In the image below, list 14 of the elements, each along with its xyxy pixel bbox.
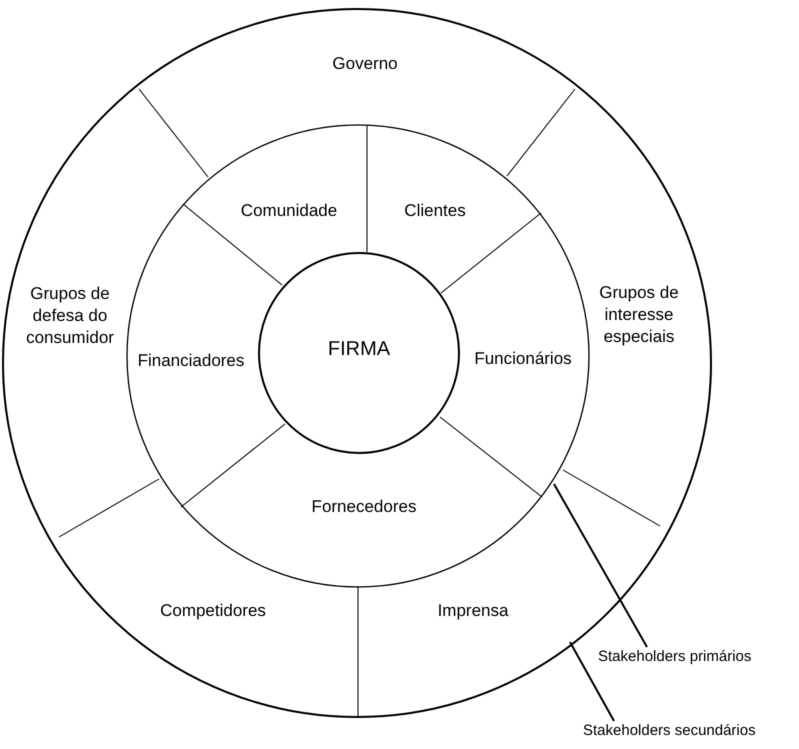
segment-label: Financiadores: [138, 350, 244, 372]
leader-line: [553, 484, 648, 648]
segment-label: Imprensa: [438, 600, 508, 622]
segment-label: Competidores: [160, 600, 266, 622]
segment-label: Grupos de defesa do consumidor: [17, 283, 123, 349]
segment-label: Fornecedores: [312, 496, 416, 518]
segment-label: Clientes: [404, 200, 466, 222]
leader-label: Stakeholders primários: [598, 648, 752, 666]
segment-label: Comunidade: [240, 200, 338, 222]
segment-label: Funcionários: [474, 348, 572, 370]
segment-label: Grupos de interesse especiais: [586, 282, 692, 348]
leader-line: [569, 642, 615, 722]
segment-label: Governo: [332, 53, 398, 75]
leader-label: Stakeholders secundários: [583, 722, 756, 740]
